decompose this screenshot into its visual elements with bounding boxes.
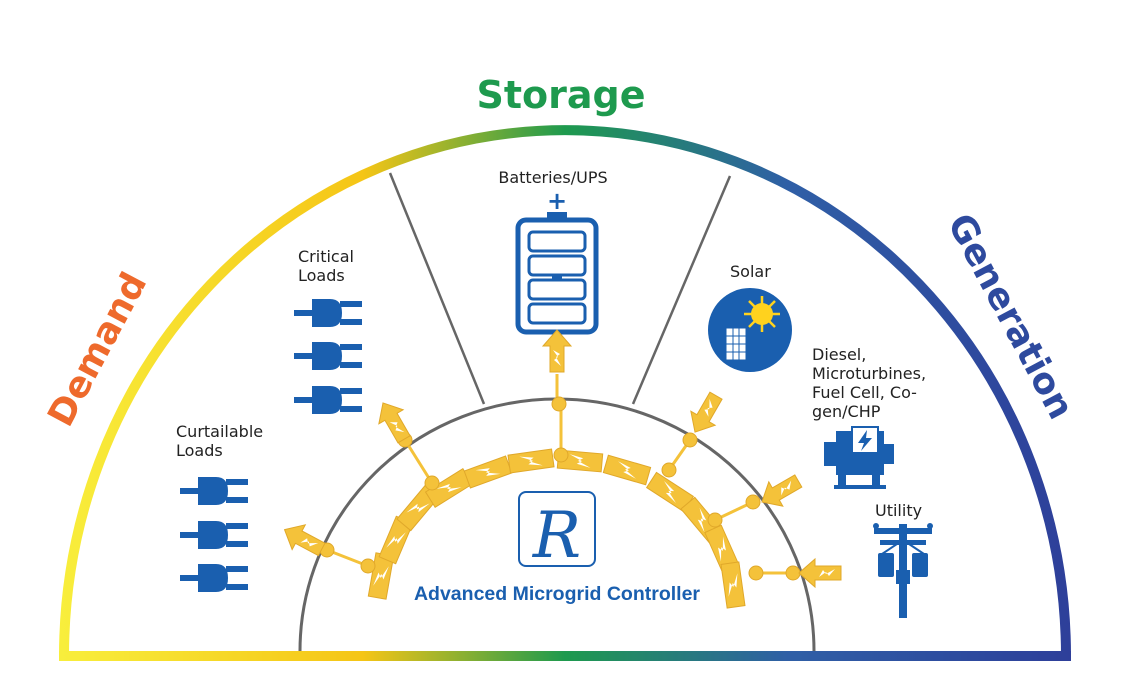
diesel-line1: Diesel, [812,345,866,364]
logo-letter: R [532,499,581,573]
lightning-bolt-icon [720,561,746,609]
utility-pole-icon [873,523,933,618]
diesel-label: Diesel, Microturbines, Fuel Cell, Co- ge… [812,345,931,421]
plug-icon [180,477,248,505]
curtailable-loads-label: Curtailable Loads [176,422,268,460]
demand-title: Demand [40,266,155,433]
solar-flow-arrow [682,388,729,440]
outer-arc [59,125,1071,657]
batteries-label: Batteries/UPS [498,168,607,187]
critical-loads-label: Critical Loads [298,247,359,285]
divider-right [631,175,732,405]
plug-icon [294,386,362,414]
diesel-line2: Microturbines, [812,364,926,383]
plug-icon [294,342,362,370]
controller-name: Advanced Microgrid Controller [414,583,700,605]
divider-left [388,172,486,405]
critical-loads-line2: Loads [298,266,345,285]
storage-title: Storage [477,73,646,117]
svg-text:+: + [547,187,567,215]
solar-label: Solar [730,262,771,281]
critical-loads-line1: Critical [298,247,354,266]
lightning-bolt-icon [507,448,555,474]
diesel-line3: Fuel Cell, Co- [812,383,917,402]
generator-icon [824,426,894,489]
generation-title: Generation [939,207,1081,426]
lightning-bolt-icon [463,455,513,489]
lightning-bolt-icon [602,454,652,486]
critical-loads-icons [294,299,362,414]
curtailable-loads-line1: Curtailable [176,422,263,441]
plug-icon [294,299,362,327]
plug-icon [180,564,248,592]
battery-icon: + [515,187,599,335]
controller-logo: R [518,491,596,573]
diesel-line4: gen/CHP [812,402,881,421]
connection-dots [319,396,801,581]
utility-label: Utility [875,501,922,520]
battery-flow-arrow [542,329,572,373]
curtailable-loads-icons [180,477,248,592]
generator-flow-arrow [754,468,806,515]
solar-panel-icon [708,288,792,372]
curtailable-loads-line2: Loads [176,441,223,460]
plug-icon [180,521,248,549]
